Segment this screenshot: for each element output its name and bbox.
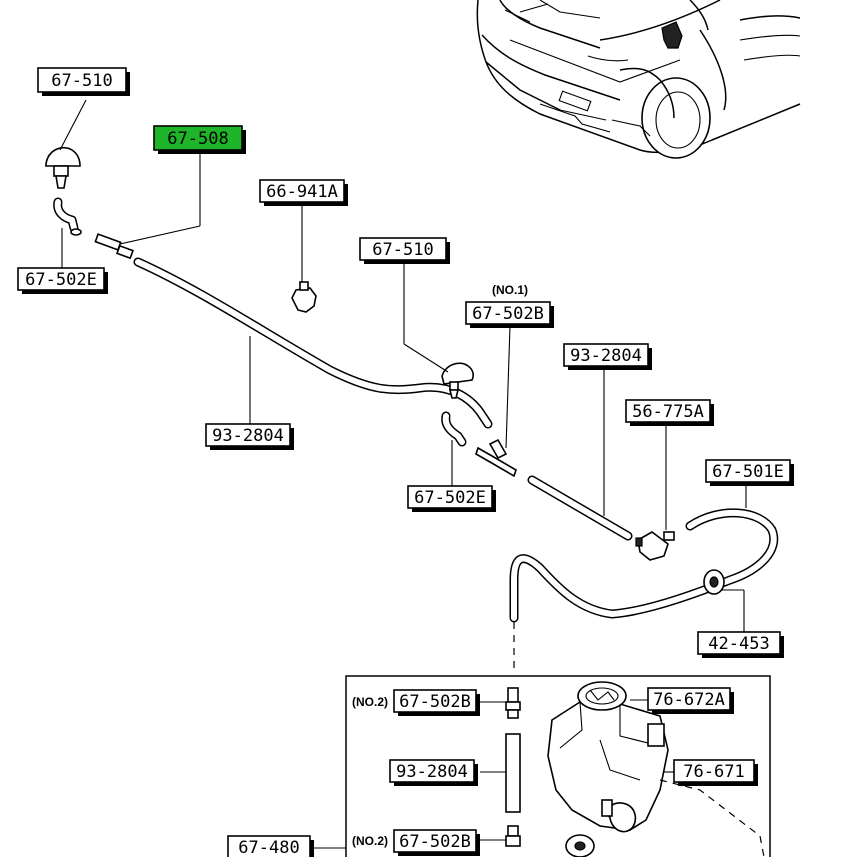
- label-pump[interactable]: 67-480: [227, 835, 314, 857]
- svg-text:56-775A: 56-775A: [632, 402, 704, 422]
- main-hose: [133, 257, 493, 429]
- nozzle-right-part: [441, 362, 474, 399]
- label-grommet[interactable]: 42-453: [697, 631, 784, 658]
- label-cap[interactable]: 76-672A: [647, 687, 734, 714]
- svg-text:93-2804: 93-2804: [396, 762, 468, 782]
- svg-text:76-671: 76-671: [683, 762, 744, 782]
- label-joint-e-left[interactable]: 67-502E: [17, 267, 108, 294]
- svg-text:67-480: 67-480: [238, 838, 299, 857]
- label-tank[interactable]: 76-671: [673, 759, 758, 786]
- label-tube-lower[interactable]: 93-2804: [389, 759, 478, 786]
- hose-e-right: [509, 508, 779, 623]
- label-nozzle-right[interactable]: 67-510: [359, 237, 450, 264]
- svg-text:67-502B: 67-502B: [472, 304, 544, 324]
- svg-text:67-502B: 67-502B: [399, 692, 471, 712]
- leader-nozzle-right-a: [403, 343, 449, 373]
- joint-no2-top-part: [505, 687, 521, 719]
- label-joint-no2-bottom[interactable]: 67-502B: [393, 829, 480, 856]
- svg-text:93-2804: 93-2804: [212, 426, 284, 446]
- label-joint-no2-top[interactable]: 67-502B: [393, 689, 480, 716]
- svg-text:67-508: 67-508: [167, 129, 228, 149]
- label-nozzle-top[interactable]: 67-510: [37, 67, 130, 96]
- note-no2-bottom: (NO.2): [352, 834, 388, 848]
- note-no1: (NO.1): [492, 283, 528, 297]
- tank-group-frame: [345, 675, 771, 857]
- svg-text:76-672A: 76-672A: [653, 690, 725, 710]
- label-check-valve[interactable]: 56-775A: [625, 399, 714, 426]
- tube-lower-part: [505, 733, 521, 813]
- tube-right: [527, 475, 633, 541]
- nozzle-left-part: [45, 146, 81, 189]
- leader-hose-highlight: [119, 225, 201, 245]
- label-hose-e-right[interactable]: 67-501E: [705, 459, 794, 486]
- clip-part: [291, 281, 317, 313]
- label-hose-highlight[interactable]: 67-508: [153, 125, 246, 154]
- joint-elbow-center: [441, 411, 467, 447]
- svg-text:67-510: 67-510: [51, 71, 112, 91]
- y-joint-no1: [475, 438, 517, 478]
- label-joint-no1[interactable]: 67-502B: [465, 301, 554, 328]
- svg-text:42-453: 42-453: [708, 634, 769, 654]
- svg-text:67-502E: 67-502E: [414, 488, 486, 508]
- label-tube-main[interactable]: 93-2804: [205, 423, 294, 450]
- joint-elbow-left: [53, 197, 82, 236]
- label-tube-right[interactable]: 93-2804: [563, 343, 652, 370]
- svg-text:93-2804: 93-2804: [570, 346, 642, 366]
- label-joint-e-center[interactable]: 67-502E: [407, 485, 496, 512]
- svg-text:67-501E: 67-501E: [712, 462, 784, 482]
- leader-nozzle-top: [59, 99, 87, 151]
- svg-text:67-510: 67-510: [372, 240, 433, 260]
- check-valve-part: [635, 531, 675, 561]
- grommet-part: [703, 569, 725, 595]
- tank-dashed-line: [659, 779, 765, 857]
- tank-part: [547, 681, 669, 857]
- svg-text:66-941A: 66-941A: [266, 182, 338, 202]
- joint-no2-bottom-part: [505, 825, 521, 847]
- svg-text:67-502B: 67-502B: [399, 832, 471, 852]
- car-illustration: [476, 0, 801, 159]
- svg-text:67-502E: 67-502E: [25, 270, 97, 290]
- note-no2-top: (NO.2): [352, 695, 388, 709]
- leader-joint-no1: [505, 325, 511, 449]
- t-joint-top: [94, 233, 134, 260]
- label-clip[interactable]: 66-941A: [259, 179, 348, 206]
